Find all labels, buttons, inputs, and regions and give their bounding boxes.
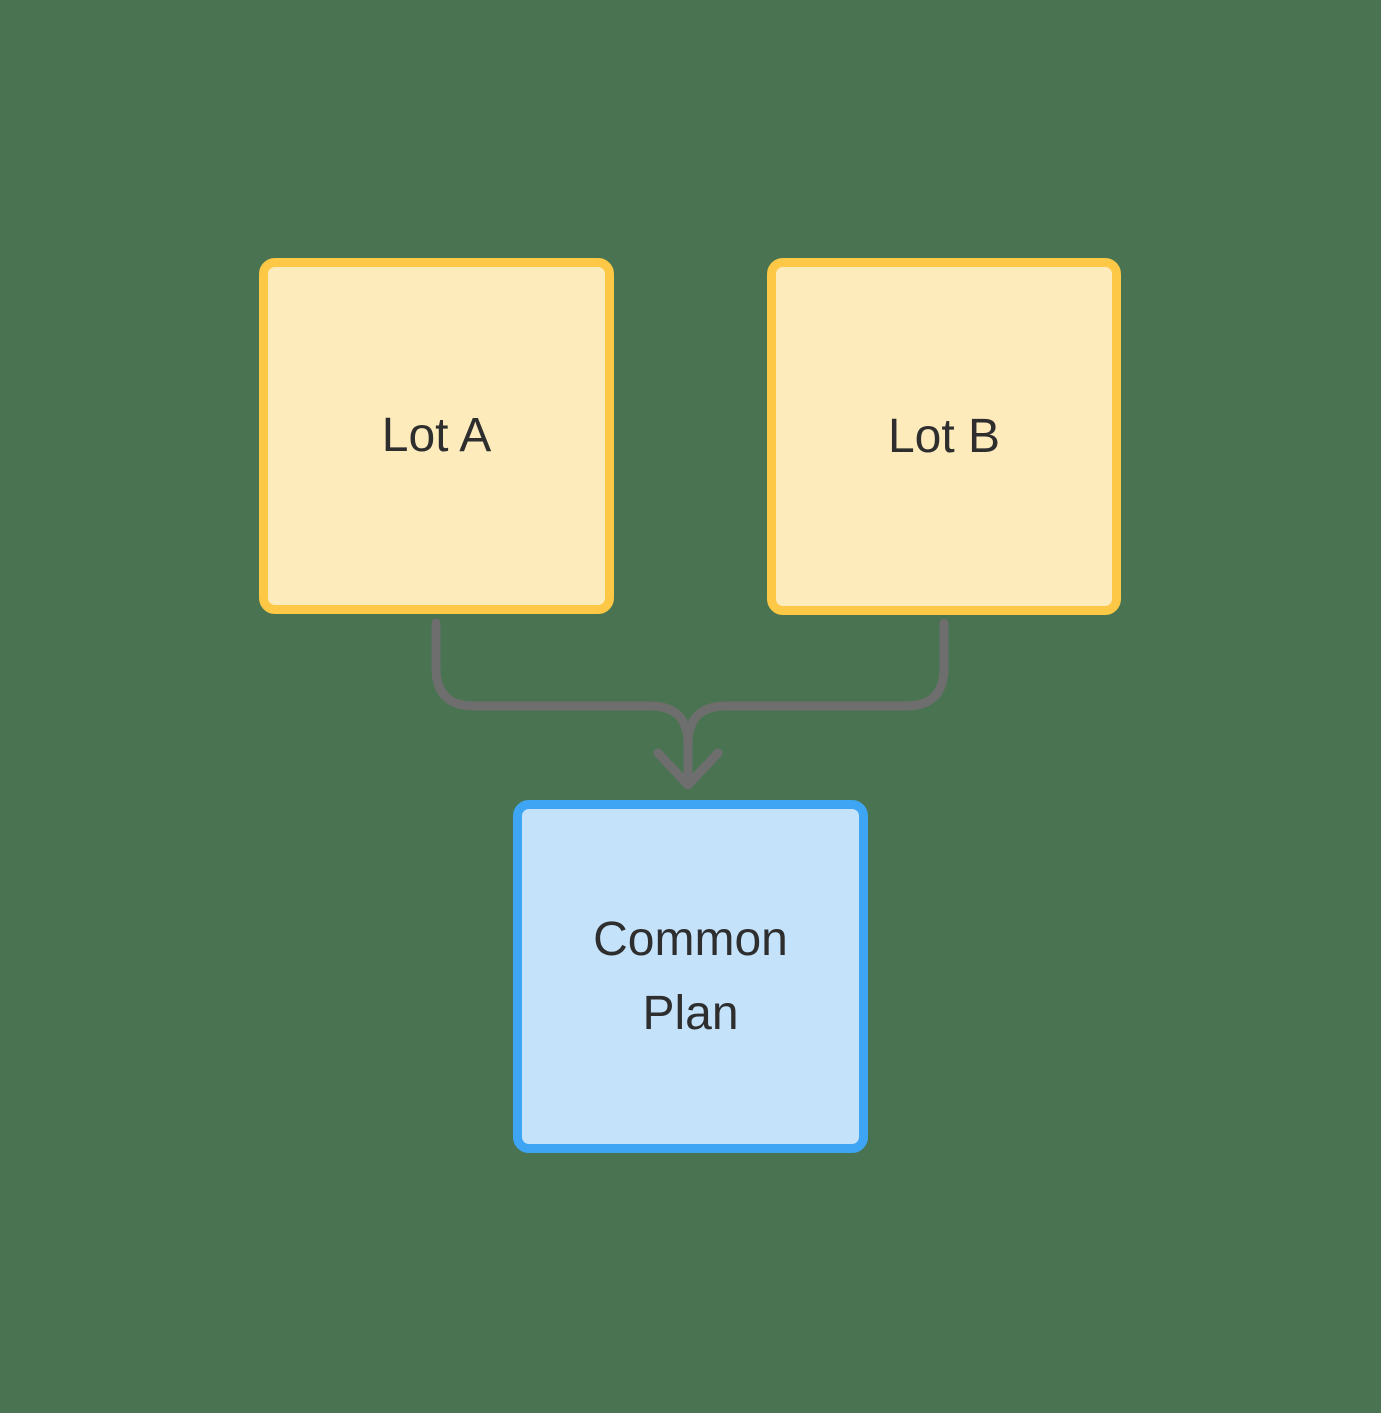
node-lot-a: Lot A bbox=[259, 258, 614, 614]
node-lot-a-label: Lot A bbox=[381, 409, 492, 462]
node-lot-b-label: Lot B bbox=[887, 409, 1001, 463]
edge-lot-b-to-common-plan bbox=[683, 618, 949, 778]
node-common-plan: Common Plan bbox=[513, 800, 868, 1153]
node-lot-b: Lot B bbox=[767, 258, 1121, 615]
node-common-plan-label: Common Plan bbox=[593, 912, 788, 1040]
merge-arrowhead-icon bbox=[653, 748, 723, 790]
edge-lot-a-to-common-plan bbox=[431, 618, 693, 778]
